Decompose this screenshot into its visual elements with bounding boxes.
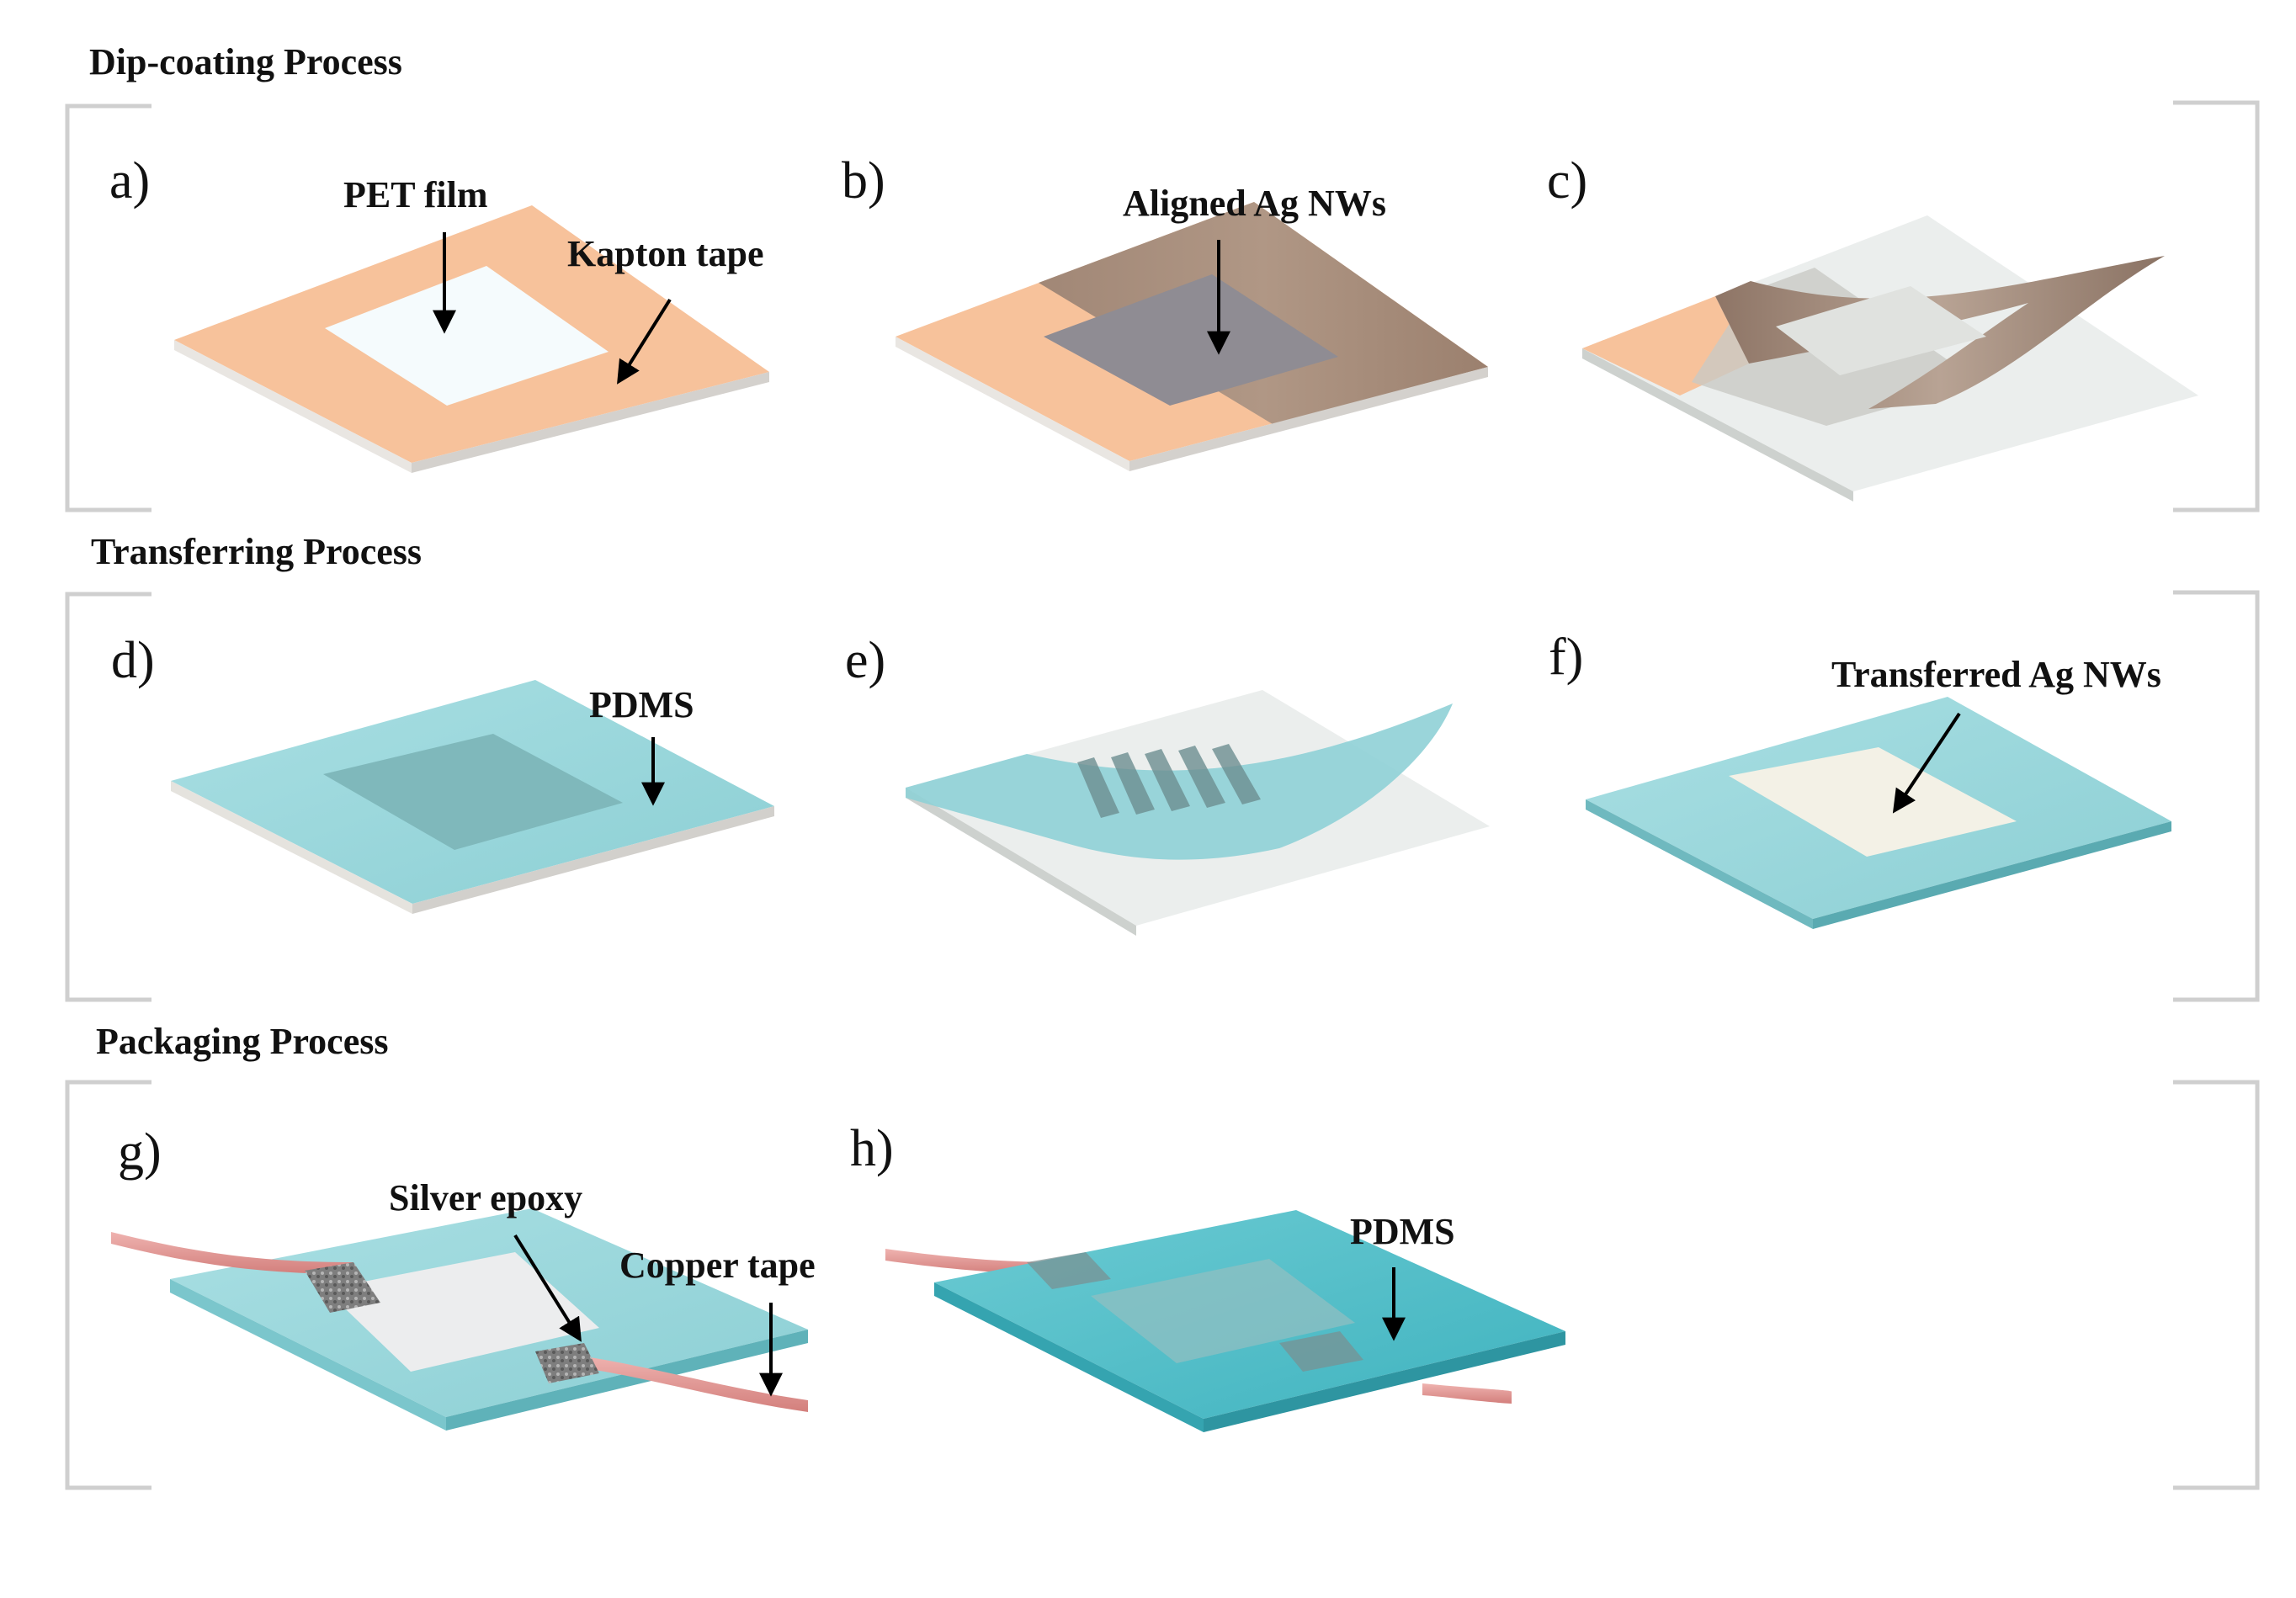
panel-b-illustration xyxy=(896,202,1488,471)
copper-tape-left xyxy=(111,1232,353,1274)
panel-label-a: a) xyxy=(109,152,151,210)
silver-epoxy-right xyxy=(535,1343,599,1383)
section-bracket-packaging xyxy=(65,1080,2260,1490)
panel-d-illustration xyxy=(171,680,774,914)
silver-epoxy-arrow xyxy=(513,1234,582,1342)
panel-g-illustration xyxy=(111,1208,808,1431)
kapton-tape-arrow xyxy=(617,298,672,385)
callout-pdms-d: PDMS xyxy=(589,684,694,725)
panel-label-d: d) xyxy=(111,632,155,689)
section-bracket-transfer xyxy=(65,590,2260,1002)
callout-kapton-tape: Kapton tape xyxy=(567,233,764,274)
section-title-packaging: Packaging Process xyxy=(96,1021,389,1062)
panel-a-illustration xyxy=(174,205,769,473)
transferred-agnw-region xyxy=(1729,747,2017,857)
pet-film-window xyxy=(325,266,609,406)
panel-c-illustration xyxy=(1582,215,2198,502)
transferred-agnw-arrow xyxy=(1892,712,1961,814)
callout-transferred-agnw: Transferred Ag NWs xyxy=(1831,654,2161,695)
callout-copper-tape: Copper tape xyxy=(619,1245,816,1286)
panel-f-illustration xyxy=(1586,697,2171,929)
copper-tape-right-h xyxy=(1422,1383,1512,1404)
callout-pdms-h: PDMS xyxy=(1350,1211,1455,1252)
panel-label-c: c) xyxy=(1547,152,1588,210)
panel-h-illustration xyxy=(885,1210,1565,1432)
panel-e-illustration xyxy=(906,690,1490,936)
callout-aligned-agnw: Aligned Ag NWs xyxy=(1123,183,1386,224)
panel-label-e: e) xyxy=(845,632,886,689)
silver-epoxy-left xyxy=(305,1262,380,1313)
section-title-dip-coating: Dip-coating Process xyxy=(89,41,402,82)
section-title-transferring: Transferring Process xyxy=(91,531,423,572)
callout-pet-film: PET film xyxy=(343,174,488,215)
callout-silver-epoxy: Silver epoxy xyxy=(389,1177,583,1218)
copper-tape-right xyxy=(572,1355,808,1412)
panel-label-h: h) xyxy=(850,1120,894,1177)
panel-label-g: g) xyxy=(118,1123,162,1181)
section-bracket-dip xyxy=(65,100,2260,512)
panel-label-f: f) xyxy=(1549,629,1584,686)
aligned-agnw-region xyxy=(1044,274,1338,406)
panel-label-b: b) xyxy=(842,152,885,210)
